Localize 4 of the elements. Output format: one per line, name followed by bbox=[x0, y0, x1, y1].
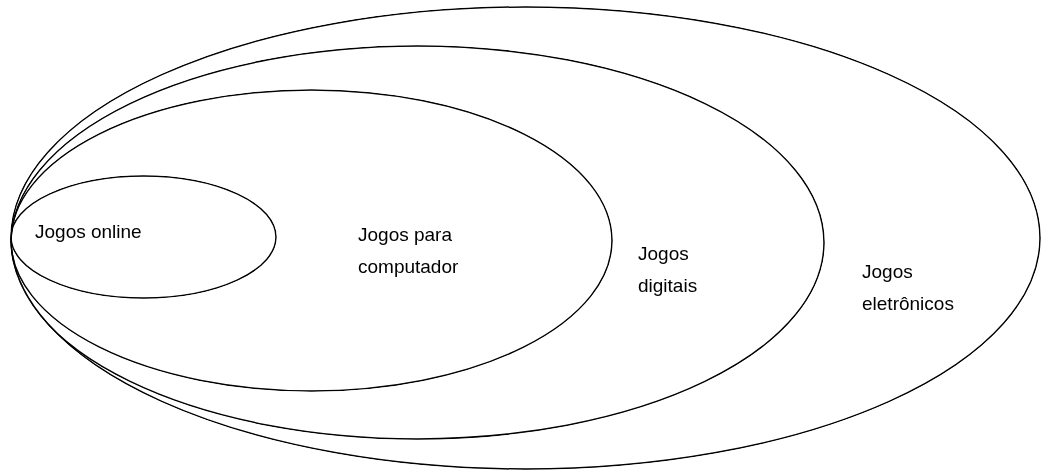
set-label: Jogos para computador bbox=[358, 223, 460, 279]
set-label: Jogos eletrônicos bbox=[862, 260, 955, 316]
set-label: Jogos digitais bbox=[638, 242, 699, 298]
set-label: Jogos online bbox=[35, 220, 143, 244]
